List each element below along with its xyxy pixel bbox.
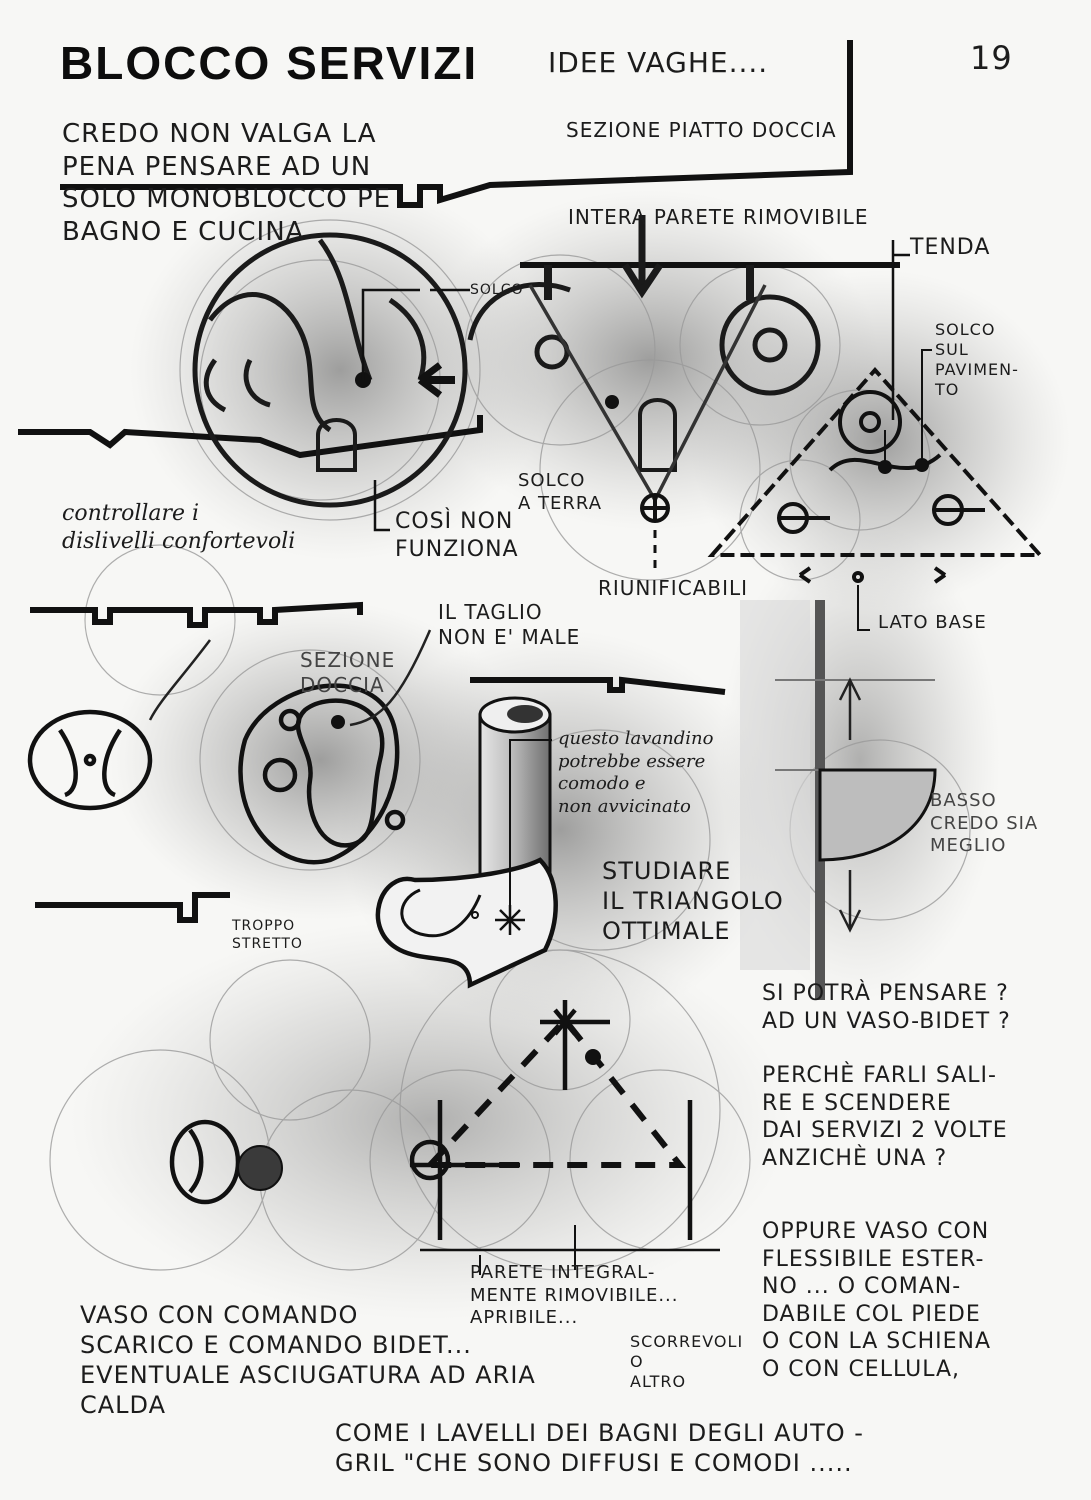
floor-drain-symbol [640, 493, 670, 570]
drain-dot-3 [331, 715, 345, 729]
note-sezione-piatto-doccia: SEZIONE PIATTO DOCCIA [566, 118, 837, 142]
note-intera-parete: INTERA PARETE RIMOVIBILE [568, 205, 869, 229]
note-vaso-bidet: SI POTRÀ PENSARE ? AD UN VASO-BIDET ? [762, 981, 1011, 1034]
note-lavandino: questo lavandino potrebbe essere comodo … [558, 728, 714, 817]
page-subtitle: IDEE VAGHE.... [548, 46, 769, 79]
note-lato-base: LATO BASE [878, 612, 987, 633]
drain-dot-4 [585, 1049, 601, 1065]
note-tenda: TENDA [910, 235, 991, 260]
note-oppure: OPPURE VASO CON FLESSIBILE ESTER- NO ...… [762, 1219, 992, 1382]
note-scorrevoli: SCORREVOLI O ALTRO [630, 1332, 744, 1391]
vertical-section-column [740, 600, 937, 1000]
note-parete-integralmente: PARETE INTEGRAL- MENTE RIMOVIBILE... APR… [470, 1262, 679, 1328]
shower-section-plan [238, 683, 406, 865]
triangular-shower-plan [707, 240, 1045, 631]
page-number: 19 [970, 39, 1013, 77]
oval-basin-small [27, 709, 153, 811]
note-cosi-non-funziona: COSÌ NON FUNZIONA [395, 509, 519, 562]
note-solco-a-terra: SOLCO A TERRA [518, 470, 603, 514]
note-vaso-comando: VASO CON COMANDO SCARICO E COMANDO BIDET… [80, 1301, 536, 1419]
note-solco-pavimento: SOLCO SUL PAVIMEN- TO [935, 320, 1019, 399]
note-il-taglio: IL TAGLIO NON E' MALE [438, 600, 581, 649]
solco-leader [361, 288, 470, 532]
note-studiare-triangolo: STUDIARE IL TRIANGOLO OTTIMALE [602, 857, 784, 945]
solco-leaders [884, 349, 932, 467]
note-solco: SOLCO [470, 282, 524, 298]
note-perche: PERCHÈ FARLI SALI- RE E SCENDERE DAI SER… [762, 1063, 1008, 1171]
drain-dot-2 [605, 395, 619, 409]
arrow-curve [148, 629, 432, 727]
wall-section-lines [18, 40, 900, 923]
toilet-bidet-plan [169, 1000, 720, 1275]
note-come-lavelli: COME I LAVELLI DEI BAGNI DEGLI AUTO - GR… [335, 1419, 864, 1477]
note-controllare: controllare i dislivelli confortevoli [62, 501, 296, 554]
note-intro: CREDO NON VALGA LA PENA PENSARE AD UN SO… [62, 119, 392, 247]
note-sezione-doccia: SEZIONE DOCCIA [300, 648, 396, 697]
pipe-basin-sketch [375, 696, 558, 989]
page-title: BLOCCO SERVIZI [60, 37, 479, 89]
note-riunificabili: RIUNIFICABILI [598, 576, 749, 600]
bidet-control-dot [237, 1145, 283, 1191]
note-troppo-stretto: TROPPO STRETTO [232, 918, 303, 952]
note-basso: BASSO CREDO SIA MEGLIO [930, 790, 1039, 856]
